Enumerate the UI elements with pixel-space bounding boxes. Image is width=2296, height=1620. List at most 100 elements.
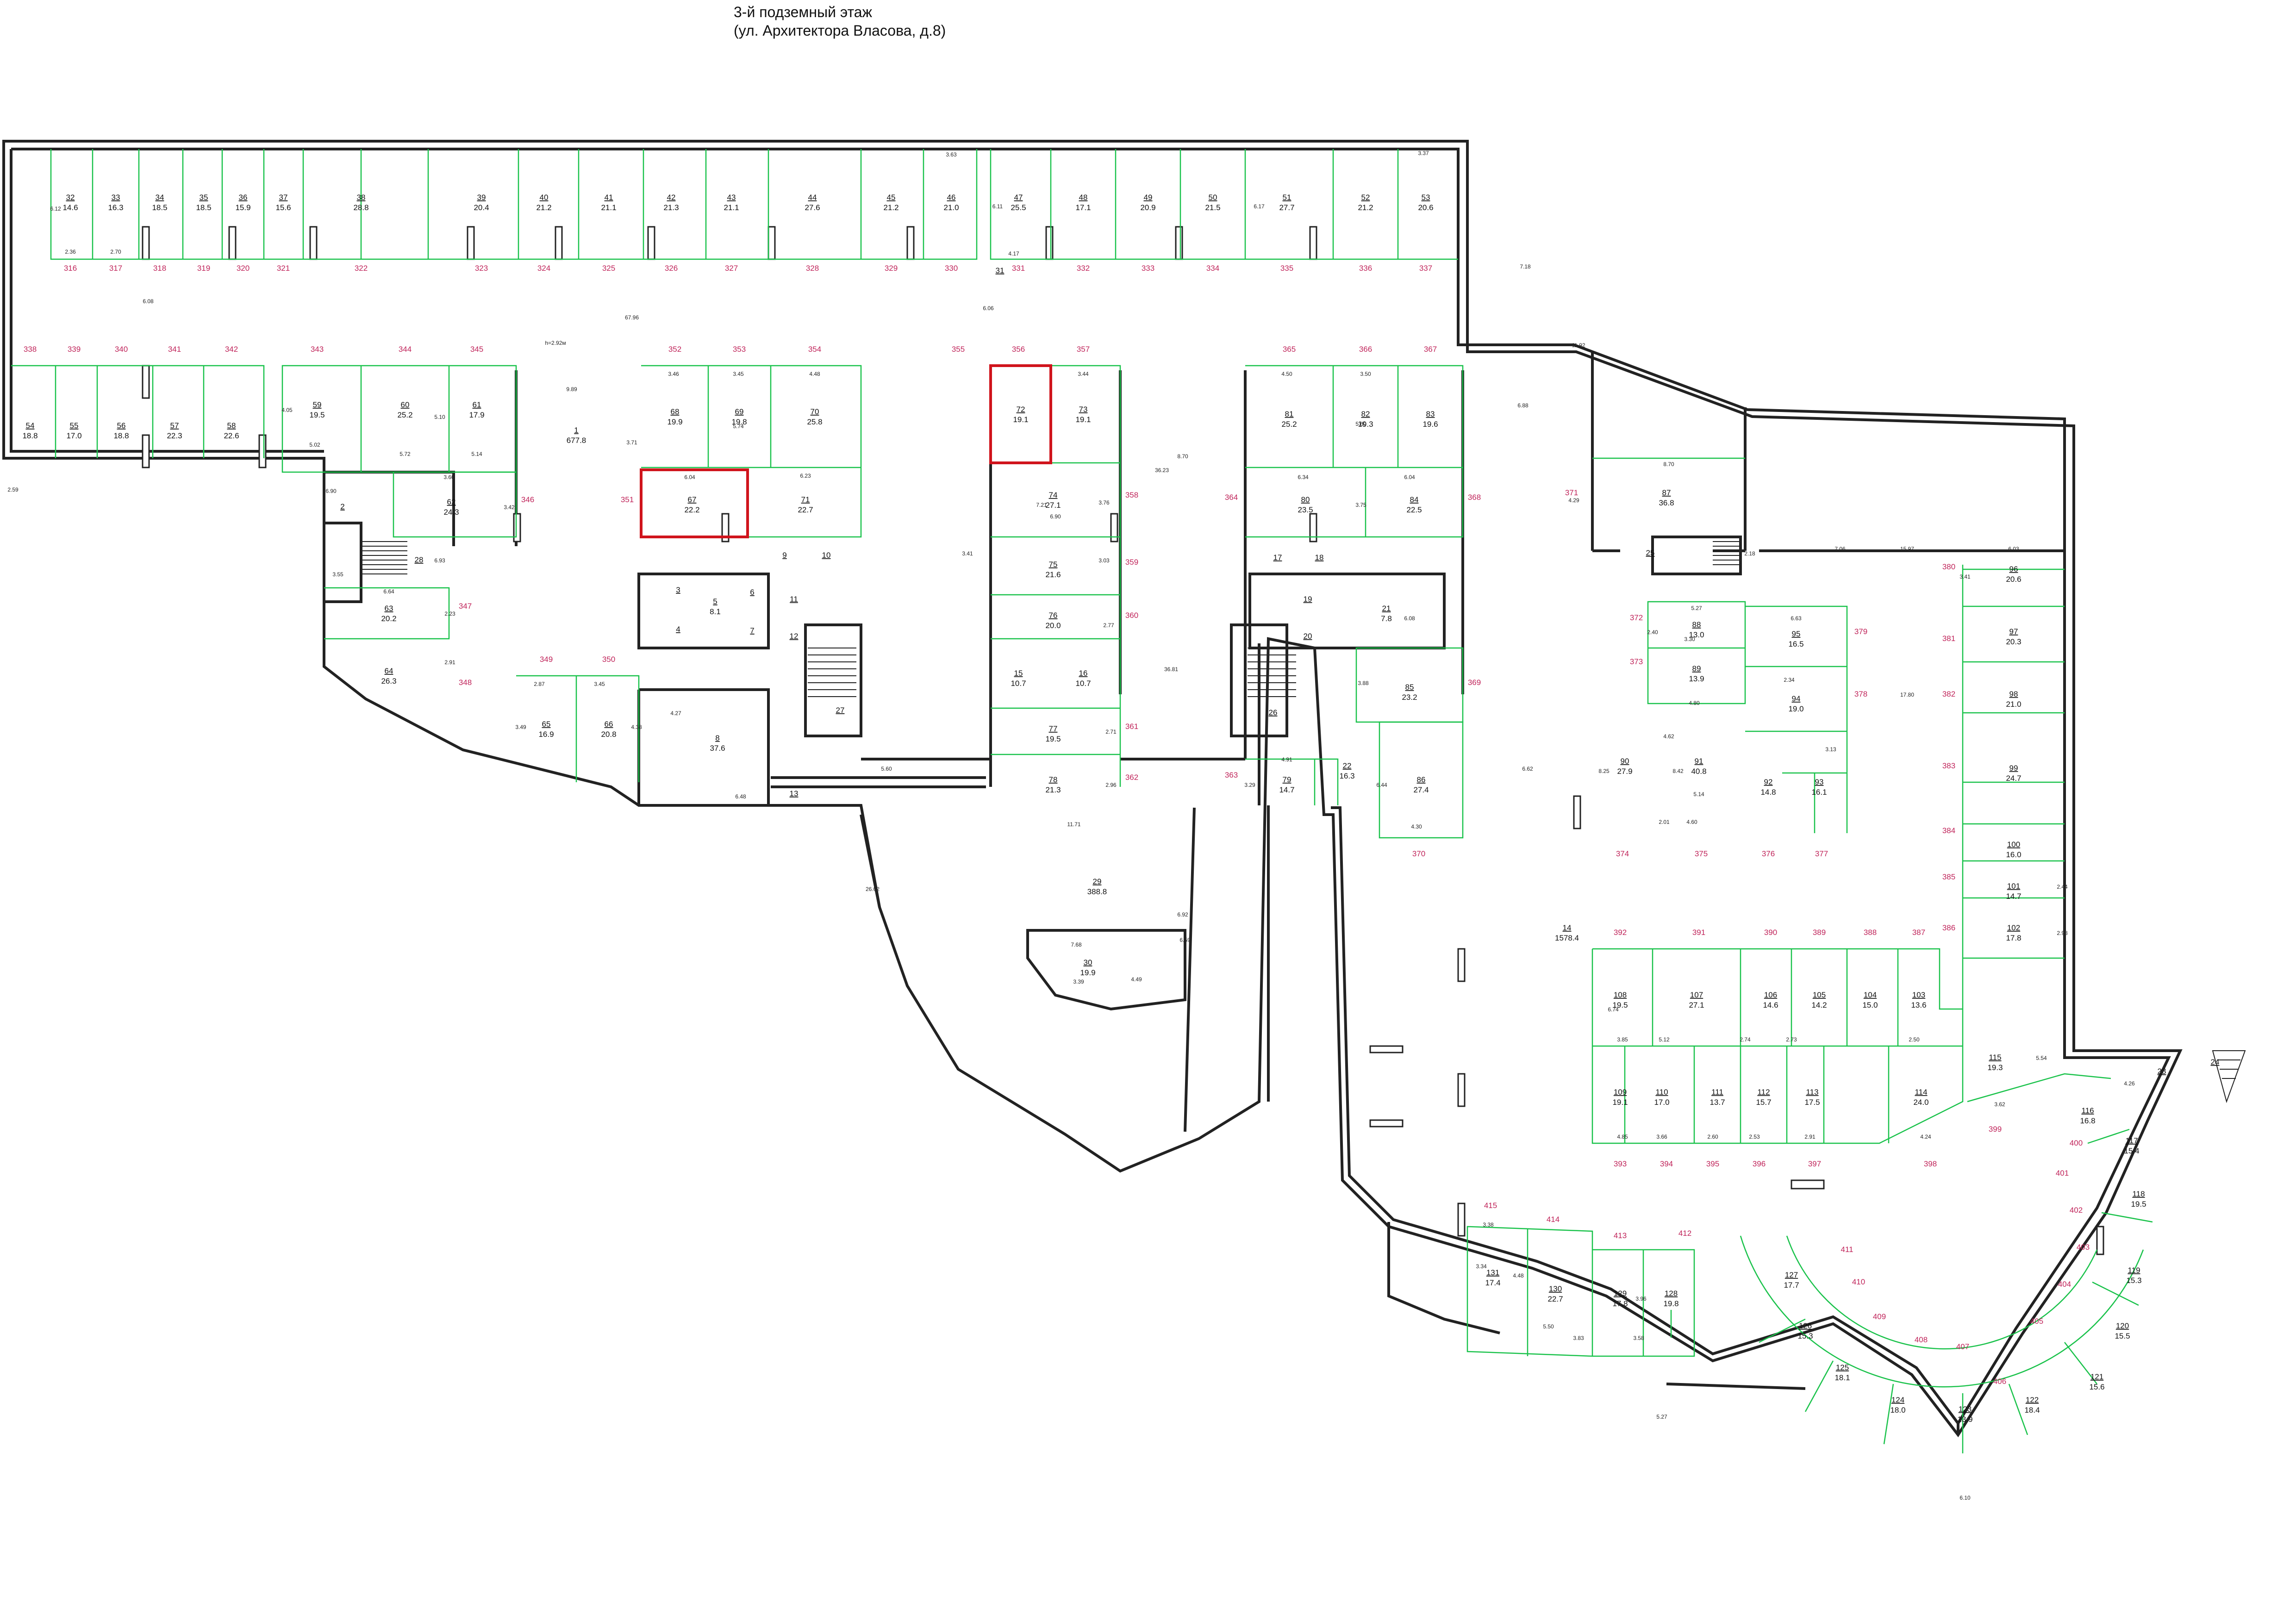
dimension-label: 3.58 <box>1633 1335 1644 1341</box>
interior-walls <box>323 352 2065 1435</box>
room-number: 22 <box>1343 761 1352 770</box>
room-area: 17.8 <box>1612 1299 1628 1308</box>
selected-room-72[interactable] <box>989 364 1052 464</box>
room-number: 38 <box>357 193 366 202</box>
parking-space-number: 378 <box>1854 690 1867 698</box>
room-area: 17.9 <box>469 411 484 419</box>
room-number: 87 <box>1662 488 1671 497</box>
room-area: 24.0 <box>1913 1098 1928 1107</box>
dimension-label: 4.50 <box>1281 371 1292 377</box>
room-number: 92 <box>1764 778 1773 786</box>
room-number: 27 <box>836 706 845 715</box>
parking-space-number: 381 <box>1942 634 1955 643</box>
room-area: 20.3 <box>2006 637 2021 646</box>
room-number: 5 <box>713 597 717 606</box>
room-number: 40 <box>540 193 549 202</box>
parking-space-number: 336 <box>1359 264 1372 273</box>
room-area: 22.2 <box>684 505 699 514</box>
room-area: 40.8 <box>1691 767 1706 776</box>
parking-space-number: 338 <box>24 345 37 354</box>
room-number: 96 <box>2009 565 2018 573</box>
dimension-label: 5.60 <box>881 766 892 772</box>
room-area: 16.0 <box>2006 850 2021 859</box>
room-area: 18.5 <box>196 203 211 212</box>
dimension-label: 7.06 <box>1834 546 1846 552</box>
dimension-label: 6.64 <box>383 588 394 595</box>
dimension-label: 6.74 <box>1608 1006 1619 1013</box>
selected-room-67[interactable] <box>640 468 749 538</box>
dimension-label: 3.34 <box>1476 1263 1487 1270</box>
dimension-label: 6.10 <box>1959 1495 1971 1501</box>
dimension-label: 7.18 <box>1520 263 1531 270</box>
room-number: 75 <box>1049 560 1058 569</box>
dimension-label: 4.17 <box>1008 250 1019 257</box>
dimension-label: 3.44 <box>1078 371 1089 377</box>
room-area: 27.6 <box>805 203 820 212</box>
dimension-label: 3.46 <box>668 371 679 377</box>
parking-space-number: 316 <box>64 264 77 273</box>
room-number: 117 <box>2125 1136 2138 1145</box>
room-number: 116 <box>2081 1106 2094 1115</box>
room-area: 20.9 <box>1140 203 1155 212</box>
parking-space-number: 401 <box>2056 1169 2069 1178</box>
room-number: 85 <box>1405 683 1414 692</box>
room-area: 24.7 <box>2006 774 2021 783</box>
room-number: 2 <box>340 502 344 511</box>
room-area: 20.8 <box>601 730 616 739</box>
room-area: 20.2 <box>381 614 396 623</box>
room-area: 14.7 <box>2006 892 2021 901</box>
room-area: 8.1 <box>710 607 721 616</box>
parking-space-number: 407 <box>1956 1342 1969 1351</box>
dimension-label: 8.42 <box>1672 768 1684 774</box>
outer-walls <box>2 140 2183 1438</box>
room-number: 73 <box>1079 405 1088 414</box>
room-number: 37 <box>279 193 288 202</box>
room-area: 27.1 <box>1689 1001 1704 1009</box>
room-area: 37.6 <box>710 744 725 753</box>
room-area: 16.5 <box>1788 640 1803 648</box>
room-number: 17 <box>1273 553 1282 562</box>
dimension-label: 6.48 <box>735 793 746 800</box>
room-area: 27.9 <box>1617 767 1632 776</box>
room-area: 21.2 <box>1358 203 1373 212</box>
dimension-label: 3.42 <box>504 504 515 511</box>
parking-space-number: 329 <box>885 264 898 273</box>
dimension-label: 3.88 <box>1358 680 1369 686</box>
parking-space-number: 341 <box>168 345 181 354</box>
room-area: 19.6 <box>1423 420 1438 429</box>
dimension-label: 3.76 <box>1098 499 1110 506</box>
parking-space-number: 384 <box>1942 826 1955 835</box>
parking-space-number: 415 <box>1484 1201 1497 1210</box>
dimension-label: 11.92 <box>1572 342 1585 349</box>
room-number: 122 <box>2026 1396 2039 1404</box>
room-number: 63 <box>385 604 393 613</box>
dimension-label: 4.48 <box>1513 1272 1524 1279</box>
parking-space-number: 396 <box>1753 1159 1766 1168</box>
room-area: 14.8 <box>1760 788 1776 797</box>
room-number: 76 <box>1049 611 1058 620</box>
room-area: 677.8 <box>567 436 586 445</box>
parking-space-number: 374 <box>1616 849 1629 858</box>
parking-space-number: 363 <box>1225 771 1238 779</box>
dimension-label: 3.63 <box>946 151 957 158</box>
dimension-label: 3.45 <box>594 681 605 687</box>
parking-space-number: 397 <box>1808 1159 1821 1168</box>
room-area: 16.1 <box>1811 788 1827 797</box>
parking-space-number: 318 <box>153 264 166 273</box>
room-number: 23 <box>2158 1067 2166 1076</box>
dimension-label: h=2.92м <box>545 340 566 346</box>
room-area: 388.8 <box>1087 887 1107 896</box>
dimension-label: 2.60 <box>1707 1134 1718 1140</box>
parking-space-number: 344 <box>399 345 412 354</box>
room-area: 17.5 <box>1804 1098 1820 1107</box>
room-area: 15.4 <box>2124 1146 2139 1155</box>
parking-space-number: 347 <box>459 602 472 611</box>
room-number: 18 <box>1315 553 1324 562</box>
dimension-label: 3.55 <box>332 571 343 578</box>
room-number: 127 <box>1785 1271 1798 1279</box>
room-area: 20.4 <box>474 203 489 212</box>
room-area: 27.4 <box>1413 785 1429 794</box>
dimension-label: 2.23 <box>444 611 455 617</box>
dimension-label: 5.10 <box>434 414 445 420</box>
room-area: 19.5 <box>1612 1001 1628 1009</box>
